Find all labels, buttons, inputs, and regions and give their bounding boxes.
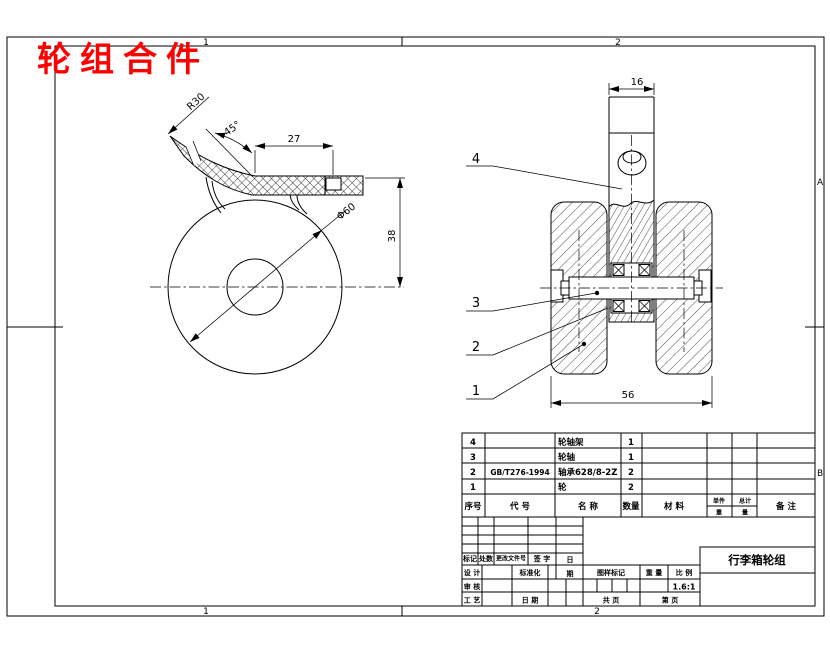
bom-header-total: 总计 [739, 497, 751, 505]
zone-label-right-a: A [817, 178, 824, 188]
svg-text:1: 1 [472, 384, 480, 399]
bom-qty: 2 [628, 483, 634, 493]
tb-count: 处数 [478, 554, 494, 563]
bom-row: 2 GB/T276-1994 轴承628/8-2Z 2 [470, 467, 634, 478]
callout-4: 4 [466, 152, 623, 190]
tb-sheet-number: 第 页 [662, 596, 678, 605]
bom-part-name: 轮 [558, 482, 567, 493]
tb-scale-value: 1.6:1 [673, 583, 696, 592]
title-block: 标记 处数 更改文件号 签 字 日 期 设 计 标准化 审 核 工 艺 日 期 … [461, 516, 816, 607]
tb-check: 审 核 [464, 582, 480, 591]
bom-header-seq: 序号 [463, 501, 482, 512]
callout-3: 3 [466, 290, 600, 312]
bom-seq: 3 [470, 453, 476, 463]
bom-header-unit: 单件 [713, 497, 725, 505]
zone-label-top-1: 1 [203, 38, 209, 48]
tb-date: 日 期 [522, 596, 538, 605]
zone-label-bottom-1: 1 [203, 607, 209, 617]
tb-drawing-mark: 图样标记 [597, 568, 625, 577]
bom-part-name: 轴承628/8-2Z [558, 467, 617, 478]
dim-radius: R30 [185, 91, 207, 112]
bracket-slot [325, 177, 342, 191]
bom-header-weight-b: 量 [742, 509, 748, 517]
bom-header-remark: 备 注 [775, 501, 796, 512]
zone-label-top-2: 2 [615, 38, 621, 48]
bom-header-weight-a: 重 [716, 509, 722, 517]
bom-seq: 2 [470, 468, 476, 478]
tb-standardization: 标准化 [519, 568, 541, 577]
bom-header: 序号 代 号 名 称 数量 材 料 单件 总计 重 量 备 注 [463, 497, 796, 517]
bom-part-name: 轮轴架 [558, 437, 584, 448]
callout-2: 2 [466, 307, 609, 356]
dim-width: 27 [288, 134, 301, 145]
callout-1: 1 [466, 341, 587, 400]
bom-row: 3 轮轴 1 [470, 452, 634, 463]
tb-signature: 签 字 [533, 554, 550, 563]
fork-leg-left [205, 176, 226, 214]
dim-angle: 45° [222, 119, 243, 138]
bom-row: 1 轮 2 [470, 482, 634, 493]
svg-text:3: 3 [472, 296, 480, 311]
front-view: 16 56 4 3 2 1 [466, 77, 723, 408]
stem-hole-inner [622, 150, 642, 164]
bom-row: 4 轮轴架 1 [470, 437, 634, 448]
svg-text:4: 4 [472, 152, 480, 167]
bom-qty: 1 [628, 438, 634, 448]
tb-part-name: 行李箱轮组 [727, 553, 786, 567]
zone-label-bottom-2: 2 [594, 607, 600, 617]
tb-sheet-total: 共 页 [603, 596, 619, 605]
tb-design: 设 计 [464, 568, 480, 577]
break-band [186, 141, 201, 166]
bom-code: GB/T276-1994 [490, 468, 549, 477]
zone-label-right-b: B [817, 469, 823, 479]
tb-mark: 标记 [462, 554, 477, 563]
bom-header-code: 代 号 [509, 501, 530, 512]
dim-stem-width: 16 [631, 77, 644, 88]
bom-header-name: 名 称 [578, 501, 598, 512]
fork-leg-right [289, 194, 308, 215]
tb-date-top: 日 [567, 556, 574, 564]
bom-table: 4 轮轴架 1 3 轮轴 1 2 GB/T276-1994 轴承628/8-2Z… [461, 432, 816, 518]
tb-change-doc: 更改文件号 [496, 555, 526, 563]
bom-header-material: 材 料 [663, 501, 684, 512]
bom-seq: 1 [470, 483, 476, 493]
bom-part-name: 轮轴 [558, 452, 576, 463]
dim-overall-width: 56 [622, 390, 635, 401]
dim-height: 38 [387, 230, 398, 243]
side-view: 45° R30 27 38 Φ60 [150, 91, 405, 375]
dim-diameter: Φ60 [335, 201, 358, 222]
bom-qty: 2 [628, 468, 634, 478]
sheet-outer-border [6, 36, 825, 617]
tb-process: 工 艺 [464, 596, 480, 605]
svg-text:2: 2 [472, 340, 480, 355]
tb-weight: 重 量 [646, 568, 662, 577]
tb-date-bottom: 期 [567, 569, 574, 578]
page-title: 轮组合件 [37, 40, 209, 80]
bom-seq: 4 [470, 438, 476, 448]
bracket-section [169, 135, 364, 196]
bom-qty: 1 [628, 453, 634, 463]
bom-header-qty: 数量 [622, 501, 640, 512]
tb-scale: 比 例 [676, 568, 692, 577]
